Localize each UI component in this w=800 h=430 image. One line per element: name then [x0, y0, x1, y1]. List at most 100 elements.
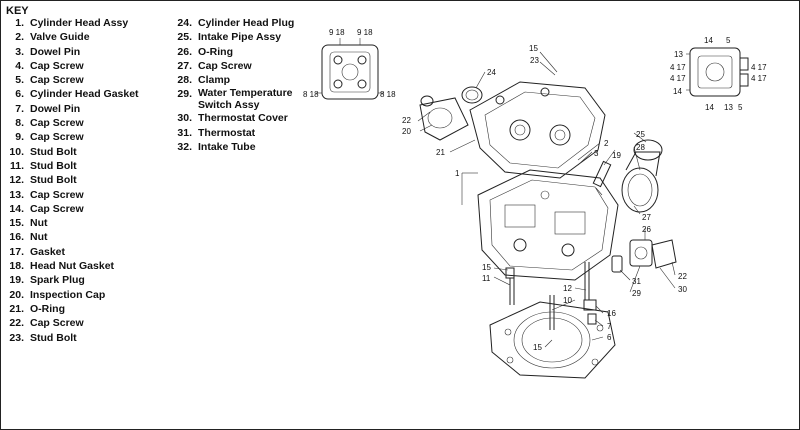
callout-20: 20 — [402, 127, 411, 136]
callout-15-bottom: 15 — [482, 263, 491, 272]
key-item-name: Stud Bolt — [30, 159, 77, 172]
key-item-name: Cap Screw — [30, 188, 84, 201]
callout-14-side-left: 14 — [673, 87, 682, 96]
callout-22-left: 22 — [402, 116, 411, 125]
cylinder-head-gasket — [489, 301, 616, 379]
key-item: 14.Cap Screw — [0, 202, 139, 216]
callout-21: 21 — [436, 148, 445, 157]
thermostat-assembly — [611, 239, 677, 273]
valve-cover — [469, 81, 606, 179]
key-item-number: 10. — [9, 145, 24, 158]
callout-4-17-left-b: 4 17 — [670, 74, 686, 83]
key-item-number: 3. — [15, 45, 24, 58]
callout-27: 27 — [642, 213, 651, 222]
callout-7: 7 — [607, 322, 612, 331]
key-item: 28.Clamp — [170, 73, 318, 87]
key-item: 20.Inspection Cap — [0, 288, 139, 302]
key-item-name: Stud Bolt — [30, 331, 77, 344]
callout-15-top: 15 — [529, 44, 538, 53]
callout-9-18-left: 9 18 — [329, 28, 345, 37]
callout-14-side-bottom: 14 — [705, 103, 714, 112]
callout-30: 30 — [678, 285, 687, 294]
key-item: 26. O-Ring — [170, 45, 318, 59]
key-item: 23.Stud Bolt — [0, 331, 139, 345]
callout-2: 2 — [604, 139, 609, 148]
callout-11: 11 — [482, 274, 491, 283]
callout-31: 31 — [632, 277, 641, 286]
key-item: 11. Stud Bolt — [0, 159, 139, 173]
callout-5-side-bottom: 5 — [738, 103, 743, 112]
callout-9-18-right: 9 18 — [357, 28, 373, 37]
key-item: 1.Cylinder Head Assy — [0, 16, 139, 30]
key-item-number: 14. — [9, 202, 24, 215]
key-item-number: 20. — [9, 288, 24, 301]
key-item: 18. Head Nut Gasket — [0, 259, 139, 273]
key-item-number: 9. — [15, 131, 24, 144]
key-item-number: 32. — [177, 141, 192, 154]
callout-1: 1 — [455, 169, 460, 178]
callout-23: 23 — [530, 56, 539, 65]
key-item-name: Cap Screw — [30, 59, 84, 72]
key-item-number: 8. — [15, 117, 24, 130]
key-item-number: 27. — [177, 59, 192, 72]
key-item: 27.Cap Screw — [170, 59, 318, 73]
key-item-number: 26. — [177, 45, 192, 58]
key-item-name: Dowel Pin — [30, 102, 81, 115]
key-item-name: Cap Screw — [30, 131, 84, 144]
key-item-name: Cap Screw — [30, 317, 84, 330]
callout-6: 6 — [607, 333, 612, 342]
key-item-name: Clamp — [198, 74, 231, 87]
key-item: 2.Valve Guide — [0, 30, 139, 44]
key-item-number: 5. — [15, 74, 24, 87]
key-item-number: 12. — [9, 174, 24, 187]
key-item-name: Nut — [30, 217, 48, 230]
key-item-number: 11. — [9, 159, 24, 172]
key-item-number: 13. — [9, 188, 24, 201]
callout-29: 29 — [632, 289, 641, 298]
key-item-name: Thermostat — [198, 126, 256, 139]
callout-28: 28 — [636, 143, 645, 152]
callout-8-18-left: 8 18 — [303, 90, 319, 99]
cylinder-head — [477, 169, 619, 281]
key-item-name: Intake Tube — [198, 141, 256, 154]
key-item: 24.Cylinder Head Plug — [170, 16, 318, 30]
key-item: 21.O-Ring — [0, 302, 139, 316]
key-title: KEY — [6, 5, 29, 17]
key-item-number: 18. — [9, 260, 24, 273]
key-item-number: 19. — [9, 274, 24, 287]
callout-13-side: 13 — [674, 50, 683, 59]
key-item-number: 4. — [15, 59, 24, 72]
key-item: 15.Nut — [0, 216, 139, 230]
callout-3: 3 — [594, 149, 599, 158]
key-item-number: 30. — [177, 112, 192, 125]
key-item: 29.Water Temperature Switch Assy — [170, 87, 318, 111]
inspection-cap — [419, 95, 469, 141]
key-item-number: 6. — [15, 88, 24, 101]
callout-15-gasket: 15 — [533, 343, 542, 352]
key-item: 10.Stud Bolt — [0, 145, 139, 159]
key-item: 7. Dowel Pin — [0, 102, 139, 116]
head-top-view-inset — [316, 38, 384, 100]
intake-pipe-assy — [621, 139, 663, 213]
key-item: 6. Cylinder Head Gasket — [0, 87, 139, 101]
key-item: 32. Intake Tube — [170, 140, 318, 154]
key-item-number: 17. — [9, 245, 24, 258]
callout-12: 12 — [563, 284, 572, 293]
key-item: 19.Spark Plug — [0, 273, 139, 287]
callout-5-side-top: 5 — [726, 36, 731, 45]
callout-13-side-bottom: 13 — [724, 103, 733, 112]
head-side-view-inset — [686, 47, 749, 97]
key-item-number: 7. — [15, 102, 24, 115]
key-item-name: O-Ring — [198, 45, 233, 58]
key-item-name: Cylinder Head Gasket — [30, 88, 139, 101]
key-item-name: Stud Bolt — [30, 174, 77, 187]
key-item: 30.Thermostat Cover — [170, 111, 318, 125]
key-item: 3.Dowel Pin — [0, 45, 139, 59]
key-item-number: 24. — [177, 17, 192, 29]
key-item-name: Cap Screw — [30, 117, 84, 130]
key-item: 12. Stud Bolt — [0, 173, 139, 187]
studs-and-nuts — [505, 262, 597, 330]
key-item-name: Head Nut Gasket — [30, 260, 115, 273]
callout-4-17-left-a: 4 17 — [670, 63, 686, 72]
